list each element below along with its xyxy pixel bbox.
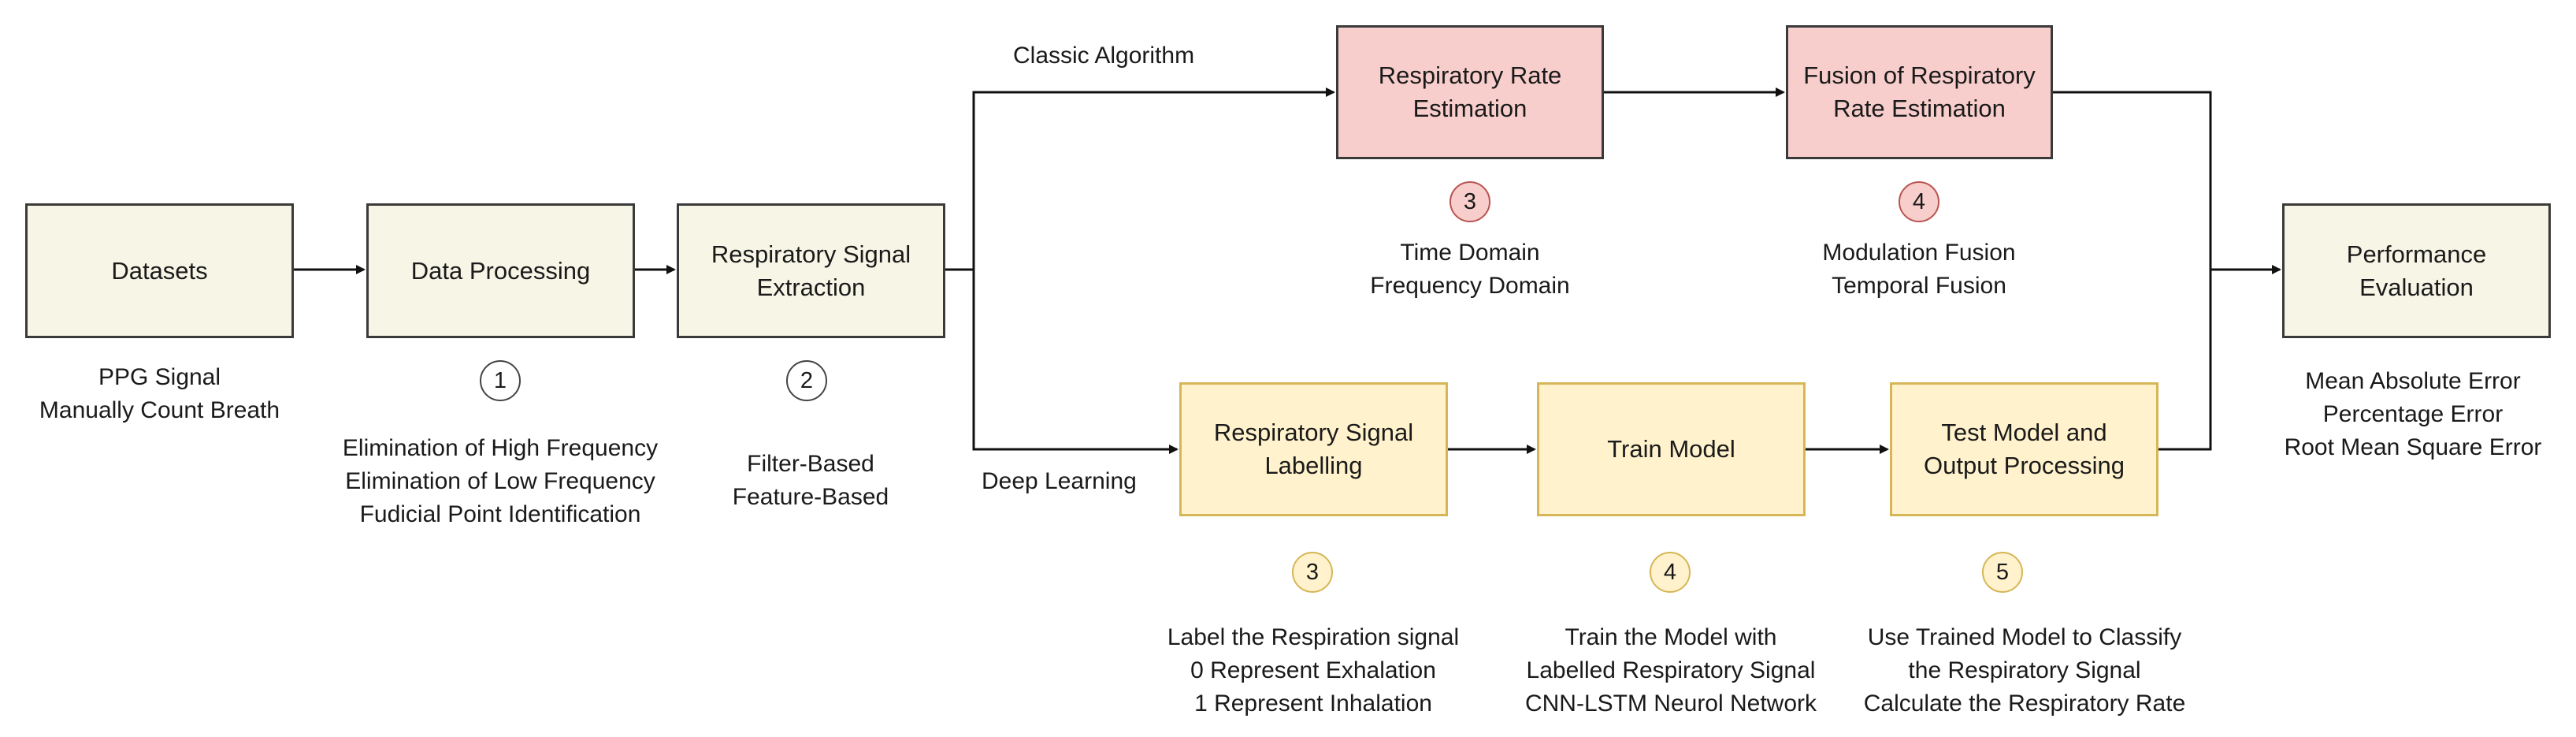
- performance-note: Mean Absolute Error Percentage Error Roo…: [2284, 368, 2542, 460]
- classic-algorithm-label: Classic Algorithm: [1013, 43, 1195, 69]
- fusion-box: Fusion of Respiratory Rate Estimation: [1786, 25, 2053, 159]
- rr-estimation-note: Time Domain Frequency Domain: [1370, 240, 1570, 299]
- performance-evaluation-box: Performance Evaluation: [2282, 203, 2551, 338]
- test-model-note: Use Trained Model to Classify the Respir…: [1863, 624, 2186, 717]
- step-badge-1: 1: [480, 360, 521, 401]
- data-processing-note: Elimination of High Frequency Eliminatio…: [342, 435, 659, 527]
- labelling-note: Label the Respiration signal 0 Represent…: [1167, 624, 1460, 717]
- fusion-note: Modulation Fusion Temporal Fusion: [1822, 240, 2016, 299]
- step-badge-train: 4: [1650, 552, 1691, 593]
- step-badge-rr-estimation: 3: [1449, 181, 1490, 222]
- step-badge-2: 2: [786, 360, 827, 401]
- signal-extraction-box: Respiratory Signal Extraction: [677, 203, 945, 338]
- datasets-note: PPG Signal Manually Count Breath: [39, 364, 280, 423]
- merge-fusion-line: [2053, 91, 2281, 274]
- merge-test-line: [2158, 270, 2212, 451]
- train-model-box: Train Model: [1537, 382, 1806, 516]
- branch-split-line: [945, 87, 1335, 271]
- test-model-box: Test Model and Output Processing: [1890, 382, 2158, 516]
- deep-learning-label: Deep Learning: [982, 468, 1137, 494]
- train-model-note: Train the Model with Labelled Respirator…: [1524, 624, 1817, 717]
- signal-extraction-note: Filter-Based Feature-Based: [732, 451, 889, 510]
- labelling-box: Respiratory Signal Labelling: [1179, 382, 1448, 516]
- step-badge-labelling: 3: [1292, 552, 1333, 593]
- step-badge-fusion: 4: [1899, 181, 1939, 222]
- rr-estimation-box: Respiratory Rate Estimation: [1336, 25, 1604, 159]
- data-processing-box: Data Processing: [366, 203, 635, 338]
- branch-deep-line: [972, 270, 1179, 454]
- datasets-box: Datasets: [25, 203, 294, 338]
- step-badge-test: 5: [1982, 552, 2023, 593]
